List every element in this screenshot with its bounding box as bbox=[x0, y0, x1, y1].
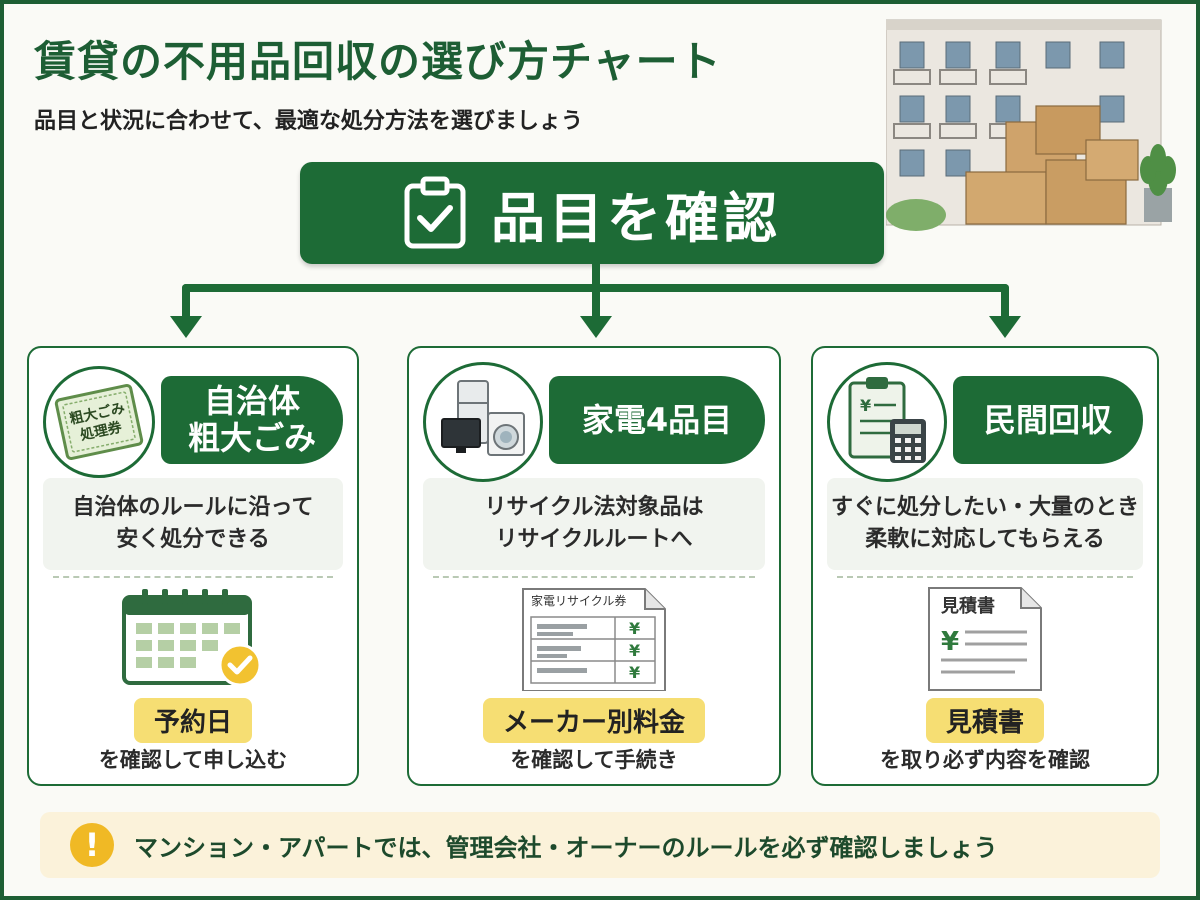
calendar-check-icon bbox=[122, 589, 262, 687]
description-line-1: 自治体のルールに沿って bbox=[72, 495, 314, 521]
dashed-divider bbox=[837, 576, 1133, 578]
invoice-calculator-icon: ¥ bbox=[827, 362, 947, 482]
page-title: 賃貸の不用品回収の選び方チャート bbox=[34, 37, 722, 86]
highlight-badge: メーカー別料金 bbox=[482, 698, 706, 743]
clipboard-check-icon bbox=[404, 176, 466, 249]
svg-text:¥: ¥ bbox=[629, 663, 640, 682]
page-subtitle: 品目と状況に合わせて、最適な処分方法を選びましょう bbox=[34, 109, 583, 134]
dashed-divider bbox=[53, 576, 333, 578]
card-title-line-2: 粗大ごみ bbox=[187, 419, 316, 457]
card-title-line-1: 民間回収 bbox=[983, 400, 1112, 439]
svg-text:見積書: 見積書 bbox=[940, 595, 995, 617]
card-title: 民間回収 bbox=[953, 376, 1143, 464]
card-description: 自治体のルールに沿って 安く処分できる bbox=[43, 478, 343, 570]
card-action-text: を確認して手続き bbox=[510, 748, 678, 772]
card-header: 粗大ごみ 処理券 自治体 粗大ごみ bbox=[43, 366, 343, 478]
card-action-text: を取り必ず内容を確認 bbox=[880, 748, 1090, 772]
quote-document-icon: 見積書 ¥ bbox=[928, 587, 1042, 691]
svg-text:家電リサイクル券: 家電リサイクル券 bbox=[531, 593, 626, 608]
description-line-2: 柔軟に対応してもらえる bbox=[865, 527, 1105, 552]
svg-text:¥: ¥ bbox=[629, 641, 640, 660]
recycling-ticket-icon: 家電リサイクル券 ¥ ¥ ¥ bbox=[522, 588, 666, 691]
description-line-1: リサイクル法対象品は bbox=[484, 495, 704, 521]
route-card-private: ¥ 民間回収 すぐに処分したい・大量のとき 柔軟に対応してもらえる bbox=[811, 346, 1159, 786]
description-line-2: リサイクルルートへ bbox=[495, 527, 693, 552]
notice-banner: ! マンション・アパートでは、管理会社・オーナーのルールを必ず確認しましょう bbox=[40, 812, 1160, 878]
svg-text:¥: ¥ bbox=[860, 396, 871, 415]
card-header: 家電4品目 bbox=[423, 362, 765, 482]
highlight-badge: 見積書 bbox=[925, 698, 1045, 743]
card-description: リサイクル法対象品は リサイクルルートへ bbox=[423, 478, 765, 570]
svg-text:¥: ¥ bbox=[629, 619, 640, 638]
card-header: ¥ 民間回収 bbox=[827, 362, 1143, 482]
description-line-2: 安く処分できる bbox=[116, 527, 270, 552]
card-title: 家電4品目 bbox=[549, 376, 765, 464]
exclamation-icon: ! bbox=[70, 823, 114, 867]
card-title-line-1: 家電4品目 bbox=[581, 400, 733, 439]
home-appliances-icon bbox=[423, 362, 543, 482]
card-description: すぐに処分したい・大量のとき 柔軟に対応してもらえる bbox=[827, 478, 1143, 570]
route-card-appliances: 家電4品目 リサイクル法対象品は リサイクルルートへ 家電リサイクル券 ¥ ¥ ¥ bbox=[407, 346, 781, 786]
route-card-municipal: 粗大ごみ 処理券 自治体 粗大ごみ 自治体のルールに沿って 安く処分できる bbox=[27, 346, 359, 786]
notice-text: マンション・アパートでは、管理会社・オーナーのルールを必ず確認しましょう bbox=[134, 833, 998, 862]
apartment-building-illustration bbox=[886, 19, 1176, 231]
card-action-text: を確認して申し込む bbox=[98, 748, 288, 772]
card-title-line-1: 自治体 bbox=[203, 382, 300, 421]
check-items-label: 品目を確認 bbox=[491, 186, 781, 250]
bulky-waste-ticket-icon: 粗大ごみ 処理券 bbox=[43, 366, 155, 478]
check-items-box: 品目を確認 bbox=[300, 162, 884, 264]
highlight-badge: 予約日 bbox=[133, 698, 253, 743]
dashed-divider bbox=[433, 576, 755, 578]
svg-text:¥: ¥ bbox=[941, 627, 959, 657]
description-line-1: すぐに処分したい・大量のとき bbox=[830, 495, 1139, 521]
card-title: 自治体 粗大ごみ bbox=[161, 376, 343, 464]
